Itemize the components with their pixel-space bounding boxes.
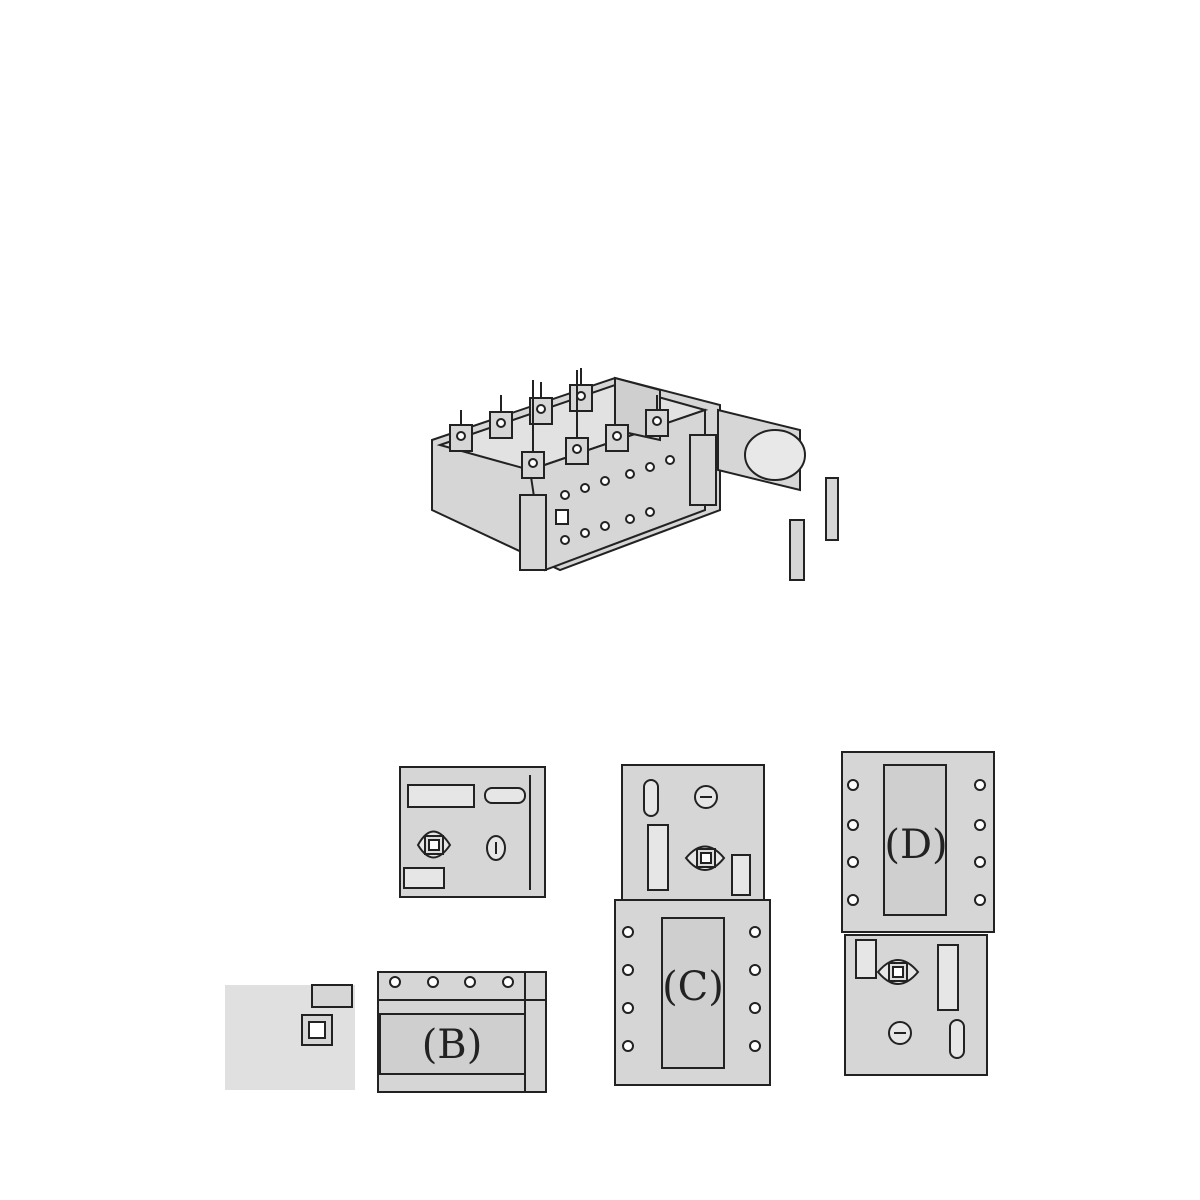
side-strip-1 [825, 477, 839, 541]
view-c-terminals [622, 926, 761, 1052]
view-d-panel: (D) [841, 751, 995, 1076]
view-a-window [407, 784, 475, 808]
front-holes [560, 455, 675, 545]
view-a-panel [399, 766, 546, 898]
view-a-slot [484, 787, 526, 804]
view-a-label-plate [403, 867, 445, 889]
view-c-label-plate [661, 917, 725, 1069]
isometric-switch-view [431, 368, 839, 581]
view-d-label: (D) [884, 822, 947, 868]
view-d-terminals [847, 779, 986, 906]
terminals-back [449, 384, 593, 452]
view-d-label-plate [883, 764, 947, 916]
view-b-terminals [389, 976, 514, 988]
handle-cap [744, 429, 806, 481]
left-post [519, 494, 547, 571]
view-b-panel: (B) [225, 971, 547, 1093]
side-strip-2 [789, 519, 805, 581]
view-b-label: (B) [422, 1022, 483, 1068]
terminals-front [521, 409, 669, 479]
view-c-panel: (C) [614, 764, 771, 1086]
front-slot [555, 509, 569, 525]
insertion-arrows [460, 368, 658, 452]
view-b-label-plate [379, 1013, 526, 1075]
view-c-label: (C) [662, 964, 724, 1010]
right-post [689, 434, 717, 506]
